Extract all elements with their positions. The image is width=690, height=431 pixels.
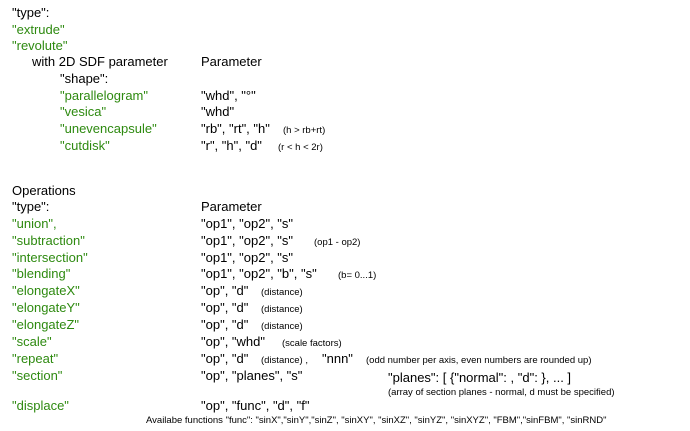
type-revolute: "revolute" xyxy=(12,38,68,53)
shape-name: "parallelogram" xyxy=(60,88,148,103)
op-note: (distance) xyxy=(261,287,303,298)
op-name-displace: "displace" xyxy=(12,398,69,413)
planes-definition: "planes": [ {"normal": , "d": }, ... ] xyxy=(388,370,572,385)
op-param: "op", "whd" xyxy=(201,334,265,349)
shape-key: "shape": xyxy=(60,71,109,86)
op-param: "op1", "op2", "s" xyxy=(201,233,294,248)
op-note: (distance) xyxy=(261,321,303,332)
op-note: (distance) , xyxy=(261,355,308,366)
shape-param: "rb", "rt", "h" xyxy=(201,121,270,136)
op-note: (op1 - op2) xyxy=(314,237,361,248)
type-key: "type": xyxy=(12,5,50,20)
op-name: "union", xyxy=(12,216,57,231)
op-name: "blending" xyxy=(12,266,71,281)
op-name: "elongateY" xyxy=(12,300,80,315)
ops-parameter-header: Parameter xyxy=(201,199,262,214)
shape-param: "r", "h", "d" xyxy=(201,138,262,153)
repeat-nnn: "nnn" xyxy=(322,351,353,366)
op-name: "repeat" xyxy=(12,351,59,366)
planes-note: (array of section planes - normal, d mus… xyxy=(388,387,615,398)
shape-note: (r < h < 2r) xyxy=(278,142,323,153)
op-name: "elongateX" xyxy=(12,283,80,298)
op-name: "elongateZ" xyxy=(12,317,80,332)
op-name: "intersection" xyxy=(12,250,88,265)
op-param-section: "op", "planes", "s" xyxy=(201,368,303,383)
shape-name: "unevencapsule" xyxy=(60,121,157,136)
repeat-nnn-note: (odd number per axis, even numbers are r… xyxy=(366,355,592,366)
operations-title: Operations xyxy=(12,183,76,198)
top-parameter-header: Parameter xyxy=(201,54,262,69)
op-name-section: "section" xyxy=(12,368,63,383)
ops-type-key: "type": xyxy=(12,199,50,214)
op-name: "scale" xyxy=(12,334,52,349)
op-note: (scale factors) xyxy=(282,338,342,349)
op-param: "op", "d" xyxy=(201,351,249,366)
op-param: "op", "d" xyxy=(201,283,249,298)
op-param: "op1", "op2", "s" xyxy=(201,216,294,231)
type-extrude: "extrude" xyxy=(12,22,65,37)
op-param: "op", "d" xyxy=(201,300,249,315)
op-param-displace: "op", "func", "d", "f" xyxy=(201,398,310,413)
op-name: "subtraction" xyxy=(12,233,85,248)
with-2d-sdf-label: with 2D SDF parameter xyxy=(32,54,168,69)
shape-note: (h > rb+rt) xyxy=(283,125,326,136)
op-param: "op", "d" xyxy=(201,317,249,332)
op-note: (b= 0...1) xyxy=(338,270,377,281)
shape-name: "vesica" xyxy=(60,104,107,119)
op-param: "op1", "op2", "s" xyxy=(201,250,294,265)
displace-functions: Availabe functions "func": "sinX","sinY"… xyxy=(146,415,607,426)
op-note: (distance) xyxy=(261,304,303,315)
shape-param: "whd", "°" xyxy=(201,88,256,103)
shape-name: "cutdisk" xyxy=(60,138,110,153)
op-param: "op1", "op2", "b", "s" xyxy=(201,266,317,281)
shape-param: "whd" xyxy=(201,104,235,119)
